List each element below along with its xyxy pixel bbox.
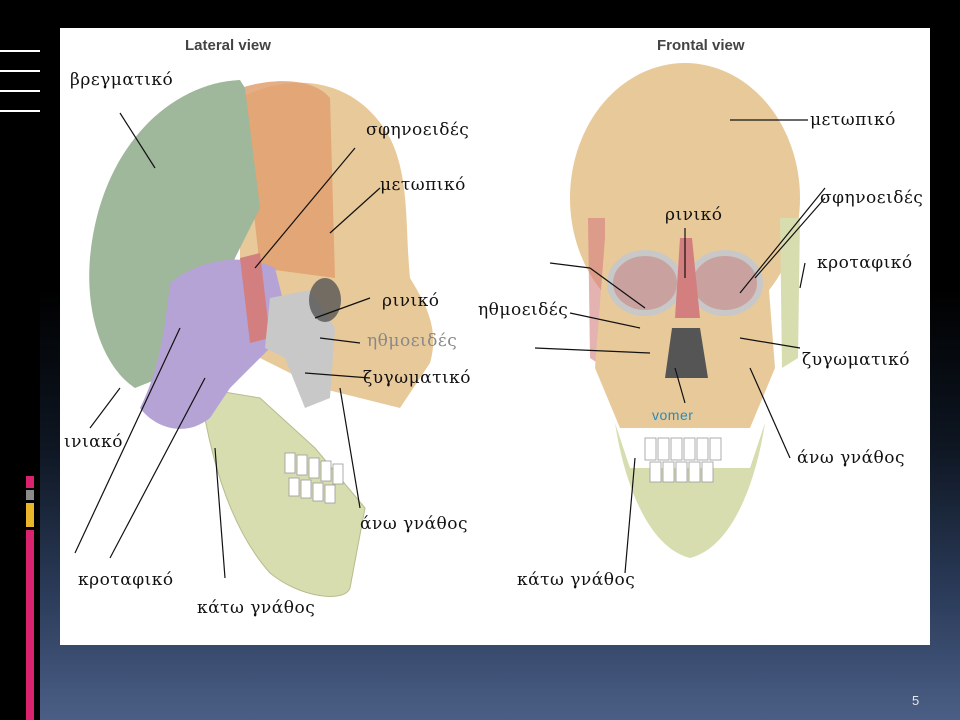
lateral-label-sphenoid: σφηνοειδές [366,120,470,140]
lateral-label-occipital: ινιακό [64,432,124,452]
frontal-label-frontal: μετωπικό [810,110,896,130]
lateral-label-nasal: ρινικό [382,291,440,311]
frontal-label-maxilla: άνω γνάθος [797,448,906,468]
frontal-label-vomer: vomer [652,407,694,423]
lateral-label-frontal: μετωπικό [380,175,466,195]
page-number: 5 [912,693,920,708]
frontal-label-sphenoid: σφηνοειδές [820,188,924,208]
decorative-color-bars [26,476,36,720]
frontal-skull [534,63,826,574]
lateral-label-zygomatic: ζυγωματικό [363,368,472,388]
lateral-label-maxilla: άνω γνάθος [360,514,469,534]
frontal-label-temporal: κροταφικό [817,253,913,273]
frontal-view-title: Frontal view [657,37,745,54]
frontal-label-zygomatic: ζυγωματικό [802,350,911,370]
lateral-label-mandible: κάτω γνάθος [197,598,316,618]
skull-illustration [74,63,826,597]
lateral-label-ethmoid: ηθμοειδές [367,331,458,351]
frontal-label-mandible: κάτω γνάθος [517,570,636,590]
lateral-view-title: Lateral view [185,37,271,54]
lateral-label-temporal: κροταφικό [78,570,174,590]
skull-figure: Lateral view βρεγματικό σφηνοειδές μετωπ… [60,28,930,645]
decorative-lines [0,30,40,180]
lateral-label-parietal: βρεγματικό [70,70,174,90]
frontal-label-nasal: ρινικό [665,205,723,225]
lateral-skull [74,80,434,597]
frontal-label-ethmoid: ηθμοειδές [478,300,569,320]
